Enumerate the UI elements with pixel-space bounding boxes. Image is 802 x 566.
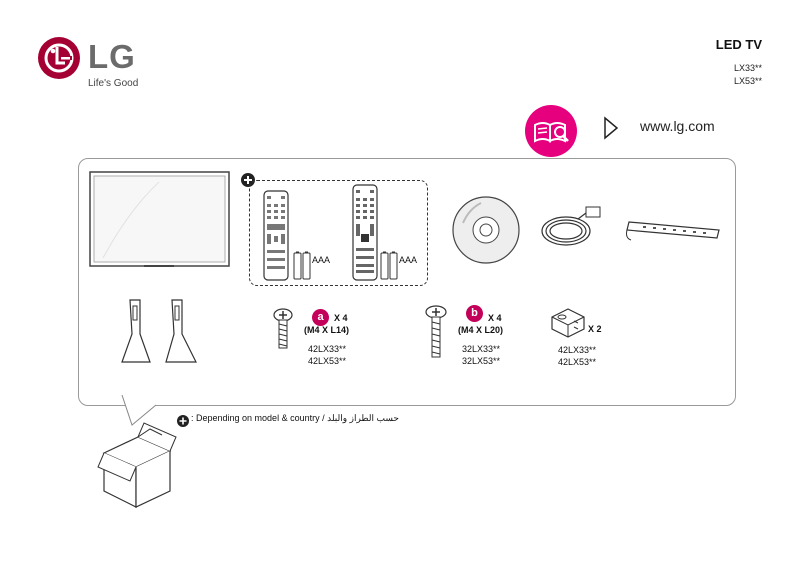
battery-label: AAA (312, 255, 331, 265)
screw-b-size: (M4 X L20) (458, 325, 504, 335)
accessories-panel (78, 158, 736, 406)
model-number: LX33** (733, 63, 762, 73)
screw-a-badge: a (312, 309, 329, 326)
screw-b-quantity: X 4 (488, 313, 502, 323)
arrow-right-icon (603, 116, 619, 145)
spacer-quantity: X 2 (588, 324, 602, 334)
cd-disc-illustration (451, 195, 521, 270)
model-number: LX53** (733, 76, 762, 86)
plus-circle-icon (177, 414, 189, 432)
lg-logo-mark (38, 37, 80, 79)
cable-holder-illustration (623, 214, 723, 249)
screw-a-size: (M4 X L14) (304, 325, 350, 335)
manual-book-icon (525, 105, 577, 157)
lg-tagline: Life's Good (88, 78, 139, 89)
battery-icon (293, 251, 311, 286)
stand-illustration (110, 296, 206, 373)
screw-b-model: 32LX33** (462, 344, 501, 354)
optional-remote-box (249, 180, 428, 286)
screw-a-quantity: X 4 (334, 313, 348, 323)
spacer-model: 42LX33** (558, 345, 597, 355)
package-box-illustration (96, 394, 186, 518)
lg-logo-text: LG (88, 38, 136, 75)
spacer-model: 42LX53** (558, 357, 597, 367)
tv-illustration (89, 170, 231, 281)
power-cord-illustration (538, 203, 608, 258)
battery-label: AAA (399, 255, 418, 265)
screw-b-model: 32LX53** (462, 356, 501, 366)
remote-control-illustration (263, 190, 289, 287)
product-title: LED TV (715, 37, 762, 52)
website-link[interactable]: www.lg.com (640, 118, 715, 134)
screw-illustration (272, 308, 294, 355)
screw-b-badge: b (466, 305, 483, 322)
footnote-text: : Depending on model & country / حسب الط… (191, 413, 399, 423)
screw-a-model: 42LX33** (308, 344, 347, 354)
screw-illustration (424, 304, 448, 365)
screw-a-model: 42LX53** (308, 356, 347, 366)
battery-icon (380, 251, 398, 286)
remote-control-illustration (352, 184, 378, 287)
spacer-illustration (548, 305, 588, 344)
